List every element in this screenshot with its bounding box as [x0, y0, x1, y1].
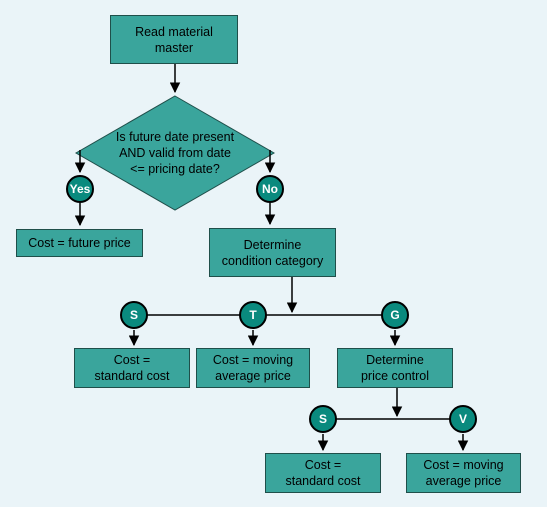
yes-label: Yes — [69, 182, 91, 196]
condition-category-label: Determine condition category — [221, 237, 324, 268]
category-s-label: S — [129, 308, 138, 322]
future-price-label: Cost = future price — [28, 236, 131, 250]
category-g-label: G — [390, 308, 400, 322]
no-node: No — [256, 175, 284, 203]
control-s-label: S — [318, 412, 327, 426]
standard-cost-box-2: Cost = standard cost — [265, 453, 381, 493]
read-material-master-box: Read material master — [110, 15, 238, 64]
price-control-label: Determine price control — [360, 353, 430, 383]
control-v-node: V — [449, 405, 477, 433]
price-control-box: Determine price control — [337, 348, 453, 388]
category-t-label: T — [249, 308, 257, 322]
decision-label: Is future date present AND valid from da… — [115, 130, 235, 176]
category-t-node: T — [239, 301, 267, 329]
moving-average-box-2: Cost = moving average price — [406, 453, 521, 493]
moving-average-label-1: Cost = moving average price — [212, 353, 294, 383]
yes-node: Yes — [66, 175, 94, 203]
no-label: No — [262, 182, 278, 196]
decision-diamond — [74, 95, 276, 211]
standard-cost-box-1: Cost = standard cost — [74, 348, 190, 388]
control-v-label: V — [458, 412, 467, 426]
moving-average-box-1: Cost = moving average price — [196, 348, 310, 388]
moving-average-label-2: Cost = moving average price — [423, 458, 504, 488]
future-price-box: Cost = future price — [16, 229, 143, 257]
control-s-node: S — [309, 405, 337, 433]
standard-cost-label-2: Cost = standard cost — [285, 458, 361, 488]
standard-cost-label-1: Cost = standard cost — [94, 353, 170, 383]
category-g-node: G — [381, 301, 409, 329]
read-material-master-label: Read material master — [135, 24, 213, 55]
condition-category-box: Determine condition category — [209, 228, 336, 277]
decision-label-container: Is future date present AND valid from da… — [80, 124, 270, 182]
category-s-node: S — [120, 301, 148, 329]
